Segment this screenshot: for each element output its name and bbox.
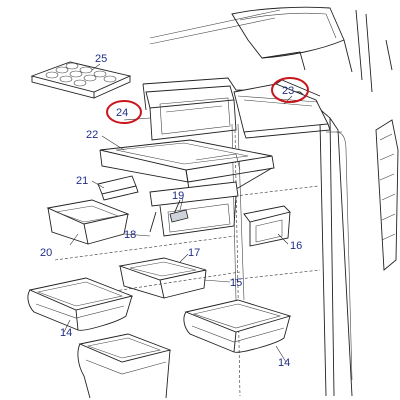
door-gasket xyxy=(375,39,399,271)
door-frame xyxy=(54,77,353,397)
part-label-19: 19 xyxy=(172,190,184,202)
part-label-24: 24 xyxy=(116,107,128,119)
part-24-dairy-compartment xyxy=(145,85,237,141)
lower-door-bin xyxy=(77,333,172,399)
fridge-body xyxy=(149,6,373,93)
part-19-mechanism xyxy=(149,181,239,237)
part-15-bin xyxy=(118,257,207,299)
part-label-23: 23 xyxy=(282,85,294,97)
highlight-ring-23 xyxy=(271,77,309,103)
part-22-shelf-tray xyxy=(99,139,275,197)
part-label-17: 17 xyxy=(188,247,200,259)
part-label-20: 20 xyxy=(40,247,52,259)
part-label-25: 25 xyxy=(95,53,107,65)
part-25-egg-tray xyxy=(30,61,132,99)
highlight-ring-24 xyxy=(106,100,142,124)
part-label-14-left: 14 xyxy=(60,327,72,339)
part-label-18: 18 xyxy=(124,229,136,241)
part-14-right-door-bin xyxy=(183,299,292,353)
part-label-14-right: 14 xyxy=(278,357,290,369)
part-label-22: 22 xyxy=(86,129,98,141)
part-21-bracket xyxy=(97,175,139,201)
part-14-left-door-bin xyxy=(27,277,134,331)
leader-lines xyxy=(63,63,293,363)
part-16-side-bin xyxy=(243,205,291,247)
part-label-16: 16 xyxy=(290,240,302,252)
part-label-15: 15 xyxy=(230,277,242,289)
part-label-21: 21 xyxy=(76,175,88,187)
part-20-drawer xyxy=(46,199,130,245)
